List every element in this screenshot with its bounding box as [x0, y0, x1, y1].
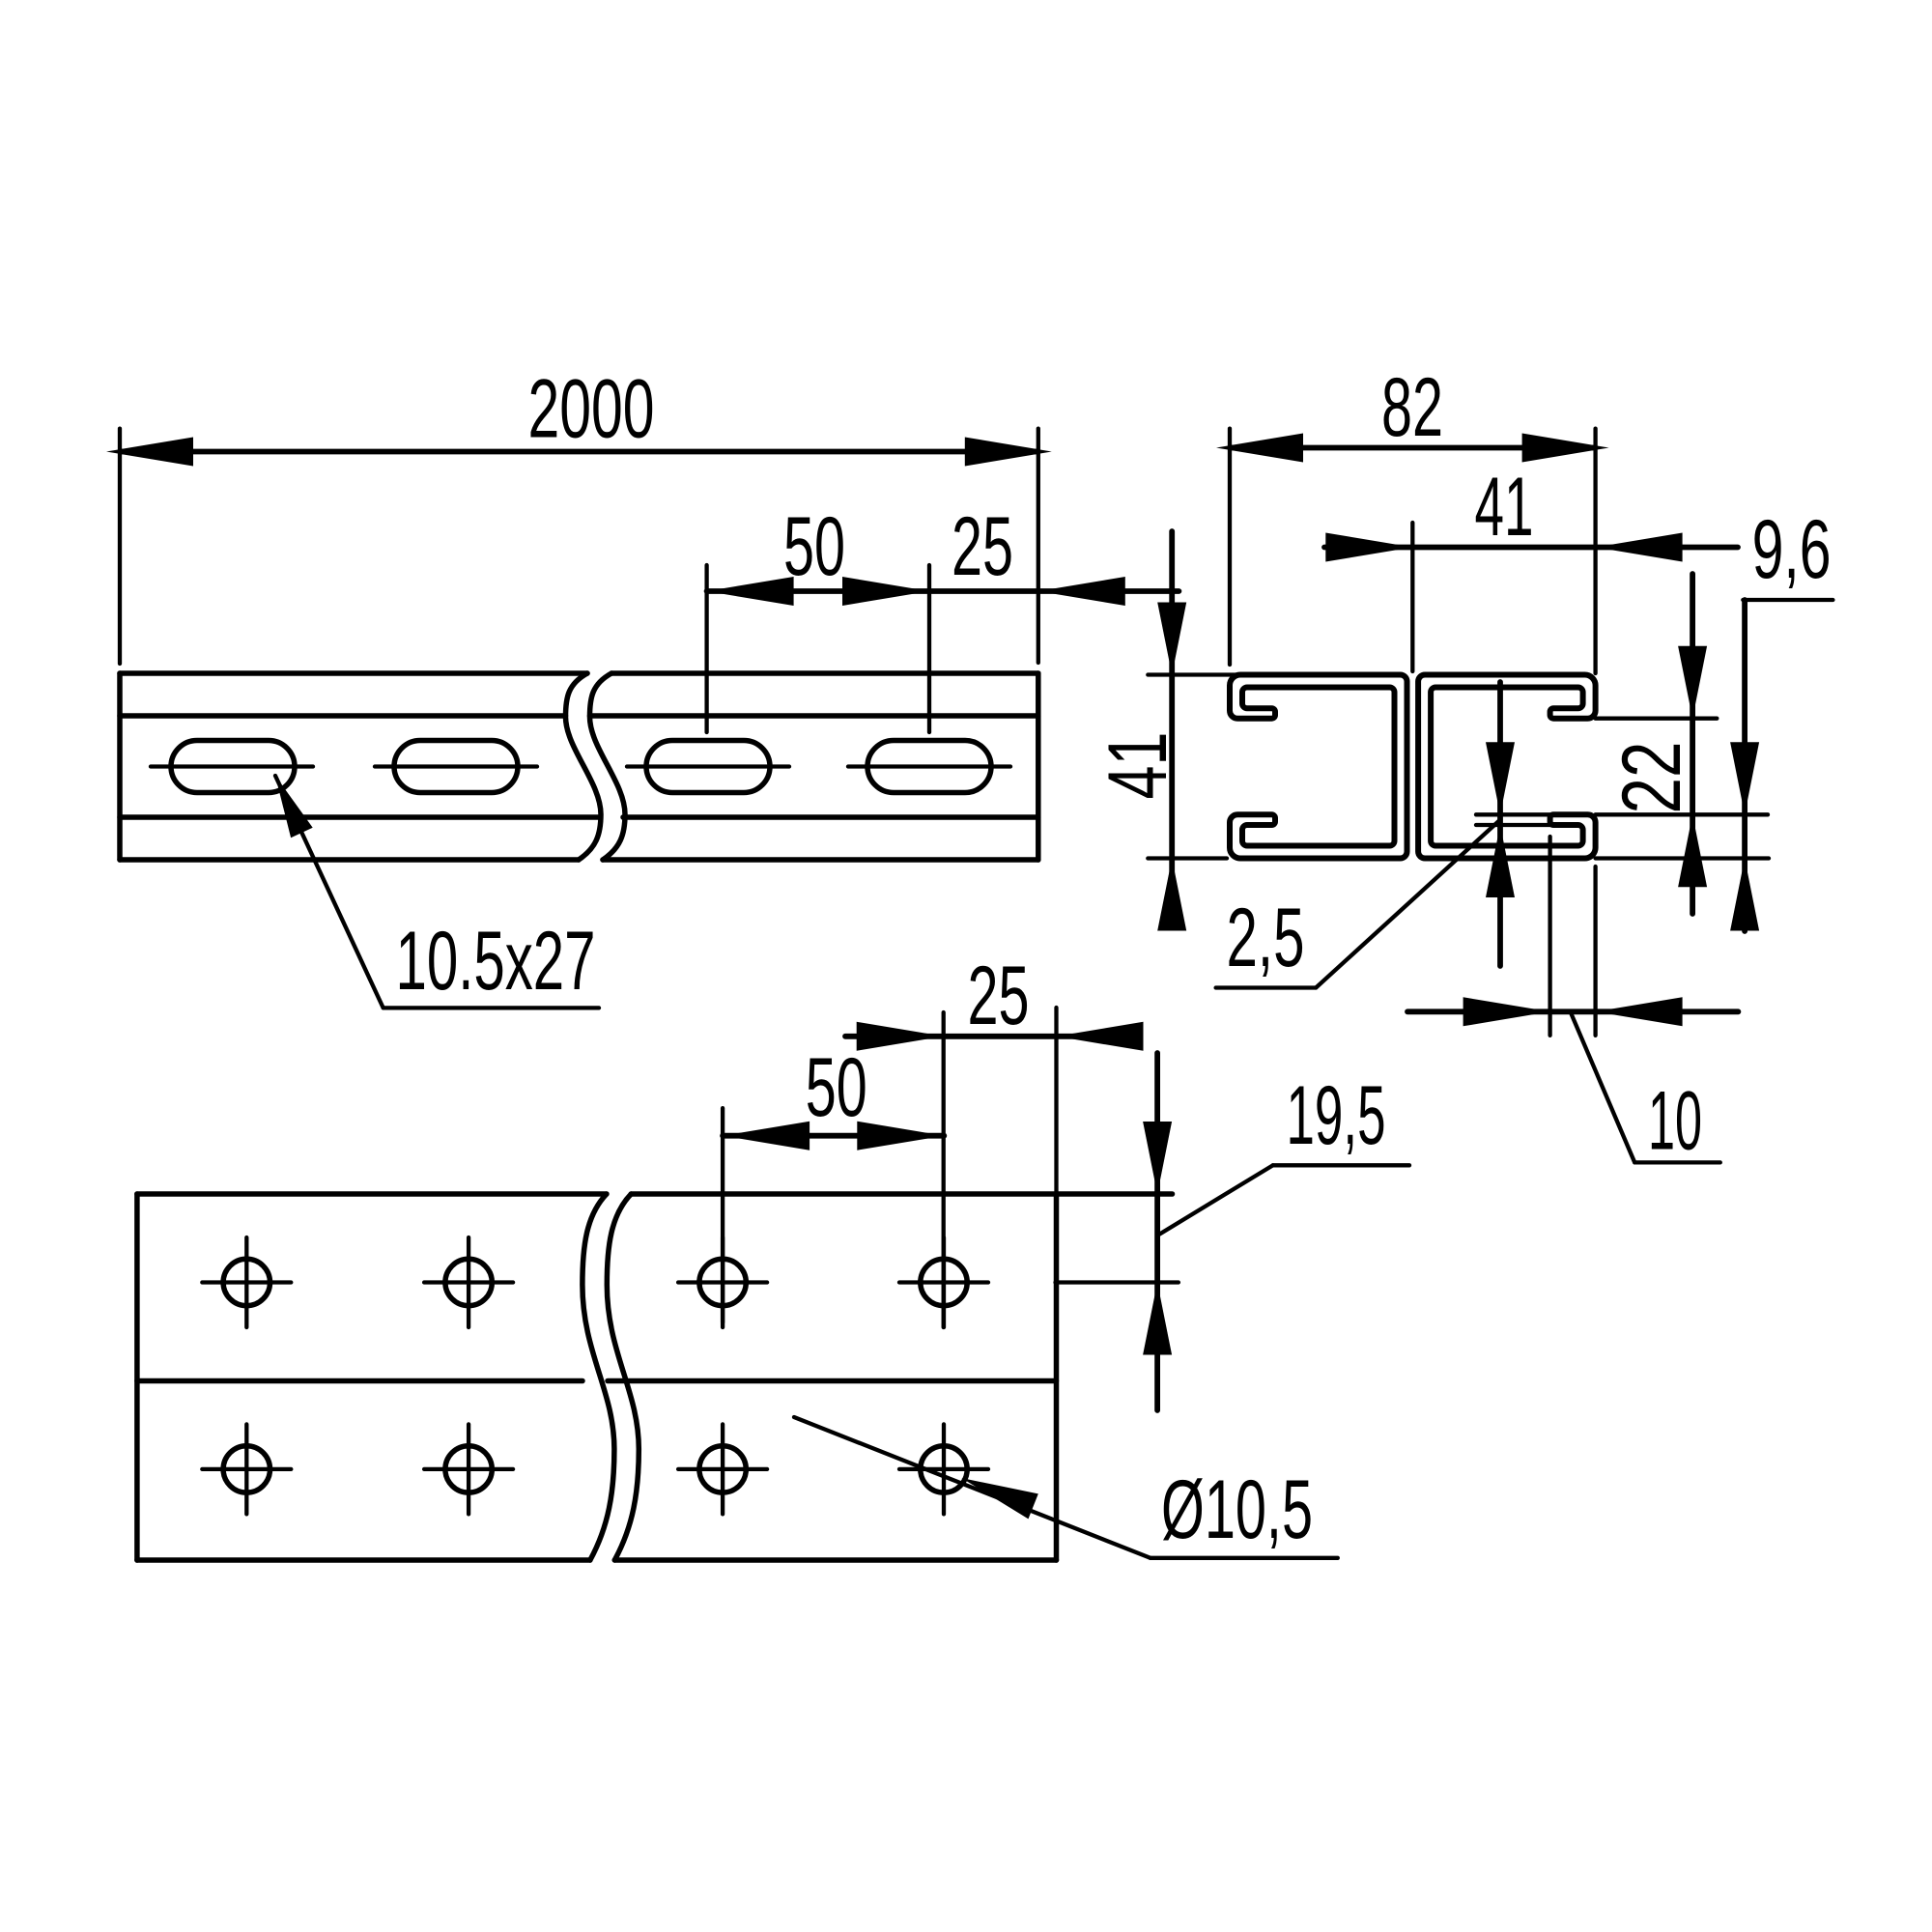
svg-text:2,5: 2,5: [1227, 892, 1305, 984]
svg-text:25: 25: [968, 950, 1030, 1042]
svg-text:25: 25: [952, 500, 1013, 593]
svg-text:10: 10: [1648, 1074, 1702, 1167]
svg-text:41: 41: [1475, 461, 1534, 554]
svg-text:41: 41: [1092, 732, 1184, 800]
svg-text:9,6: 9,6: [1752, 503, 1832, 596]
svg-text:50: 50: [783, 500, 845, 593]
svg-text:22: 22: [1605, 742, 1698, 814]
svg-text:Ø10,5: Ø10,5: [1161, 1463, 1313, 1556]
svg-text:10.5x27: 10.5x27: [396, 915, 596, 1008]
svg-text:2000: 2000: [528, 363, 655, 456]
svg-text:82: 82: [1381, 361, 1443, 454]
svg-text:19,5: 19,5: [1287, 1069, 1386, 1162]
svg-text:50: 50: [806, 1041, 867, 1134]
